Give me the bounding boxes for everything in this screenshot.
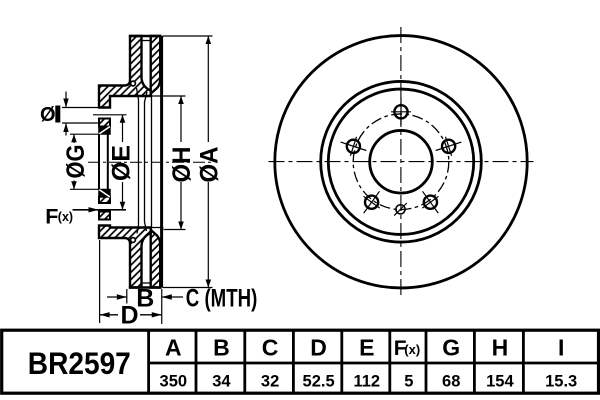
svg-text:G: G bbox=[442, 334, 460, 360]
svg-text:34: 34 bbox=[212, 373, 231, 391]
svg-text:E: E bbox=[359, 334, 374, 360]
svg-text:350: 350 bbox=[160, 373, 188, 391]
svg-text:ØE: ØE bbox=[108, 145, 136, 181]
svg-text:32: 32 bbox=[261, 373, 279, 391]
svg-text:68: 68 bbox=[442, 373, 460, 391]
svg-text:112: 112 bbox=[353, 373, 380, 391]
svg-text:5: 5 bbox=[404, 373, 413, 391]
svg-text:ØG: ØG bbox=[62, 145, 90, 179]
svg-text:B: B bbox=[213, 334, 230, 360]
svg-text:I: I bbox=[558, 334, 564, 360]
svg-text:15.3: 15.3 bbox=[545, 373, 577, 391]
svg-text:C (MTH): C (MTH) bbox=[186, 285, 257, 313]
svg-text:F: F bbox=[394, 337, 407, 360]
svg-text:C: C bbox=[262, 334, 279, 360]
svg-text:(x): (x) bbox=[58, 210, 73, 224]
svg-text:154: 154 bbox=[486, 373, 514, 391]
svg-text:D: D bbox=[121, 302, 139, 330]
svg-text:(x): (x) bbox=[404, 342, 420, 357]
svg-text:H: H bbox=[492, 334, 509, 360]
svg-text:ØA: ØA bbox=[196, 147, 224, 183]
svg-text:D: D bbox=[310, 334, 327, 360]
svg-text:F: F bbox=[45, 204, 58, 228]
svg-text:ØH: ØH bbox=[168, 147, 196, 183]
svg-text:Ø: Ø bbox=[40, 104, 56, 126]
svg-text:52.5: 52.5 bbox=[303, 373, 335, 391]
svg-text:B: B bbox=[136, 285, 154, 313]
svg-text:BR2597: BR2597 bbox=[28, 345, 131, 381]
svg-text:A: A bbox=[165, 334, 182, 360]
